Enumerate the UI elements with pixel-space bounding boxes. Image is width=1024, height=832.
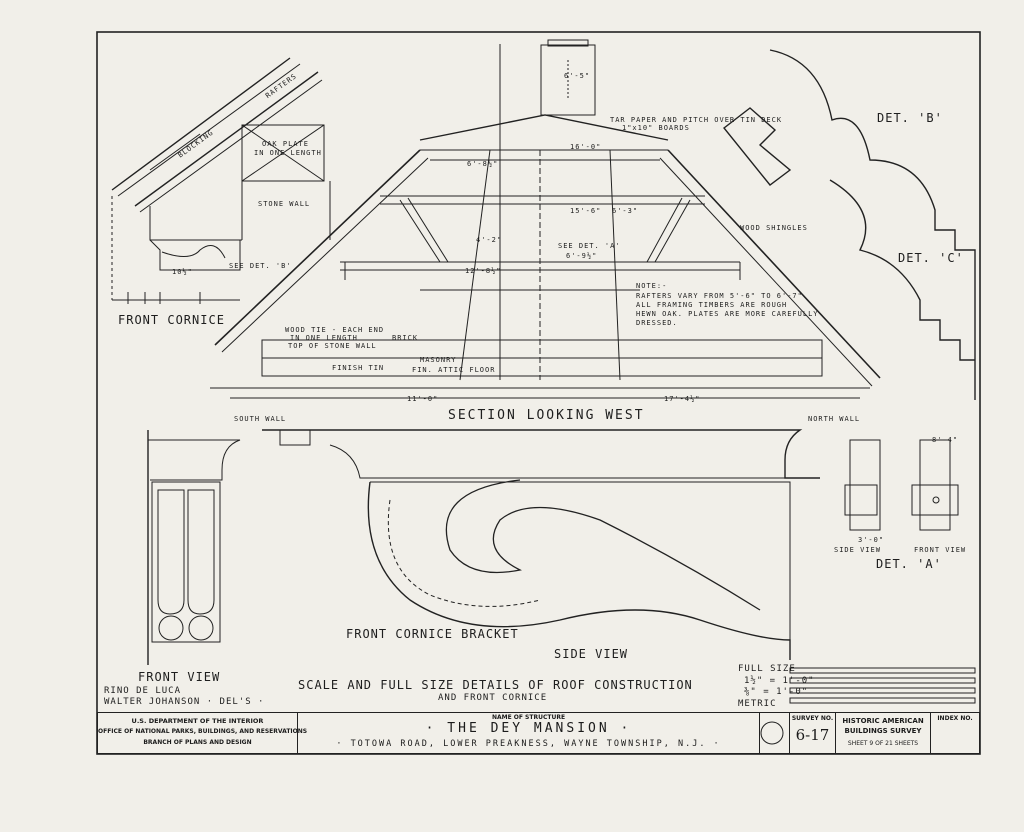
wood-shingles-label: WOOD SHINGLES: [740, 224, 808, 232]
survey-seal: [760, 721, 784, 745]
det-b-title: DET. 'B': [877, 111, 943, 125]
oak-plate-length-label: IN ONE LENGTH: [254, 149, 322, 157]
sheet-number: SHEET 9 OF 21 SHEETS: [847, 740, 919, 747]
dimension-label: 4'-2": [476, 236, 503, 244]
delineator-2: WALTER JOHANSON · DEL'S ·: [104, 697, 265, 707]
survey-number: 6-17: [795, 726, 830, 744]
note-line-3: HEWN OAK. PLATES ARE MORE CAREFULLY: [636, 310, 819, 318]
see-det-b-label: SEE DET. 'B': [229, 262, 292, 270]
profile-details: [723, 49, 976, 400]
dimension-label: 11'-0": [407, 395, 439, 403]
wood-tie-length-label: IN ONE LENGTH: [290, 334, 358, 342]
agency-line-1: U.S. DEPARTMENT OF THE INTERIOR: [131, 717, 264, 725]
seal-cell: [760, 713, 790, 753]
finish-tin-label: FINISH TIN: [332, 364, 385, 372]
survey-no-label: SURVEY NO.: [791, 715, 834, 722]
structure-name: · THE DEY MANSION ·: [425, 721, 632, 736]
delineator-1: RINO DE LUCA: [104, 686, 182, 696]
metric-label: METRIC: [738, 699, 777, 709]
agency-cell: U.S. DEPARTMENT OF THE INTERIOR OFFICE O…: [98, 713, 308, 753]
north-wall-label: NORTH WALL: [808, 415, 861, 423]
scale-label-1: 1½" = 1'-0": [744, 676, 815, 686]
dimension-label: 6'-9½": [566, 252, 598, 260]
dimension-label: 16'-0": [570, 143, 602, 151]
bracket-side-view: [262, 429, 820, 660]
oak-plate-label: OAK PLATE: [262, 140, 309, 148]
full-size-label: FULL SIZE: [738, 664, 796, 674]
agency-line-2: OFFICE OF NATIONAL PARKS, BUILDINGS, AND…: [98, 728, 308, 735]
bracket-front-view: [147, 430, 241, 665]
dimension-label: 17'-4½": [664, 395, 701, 403]
habs-line-2: BUILDINGS SURVEY: [844, 727, 922, 735]
agency-line-3: BRANCH OF PLANS AND DESIGN: [143, 739, 252, 746]
title-block: U.S. DEPARTMENT OF THE INTERIOR OFFICE O…: [97, 712, 980, 754]
wood-tie-label: WOOD TIE - EACH END: [285, 326, 385, 334]
roof-section: [210, 39, 881, 399]
survey-cell: SURVEY NO. 6-17: [790, 713, 836, 753]
boards-label: 1"x10" BOARDS: [622, 124, 690, 132]
det-a-title: DET. 'A': [876, 557, 942, 571]
front-cornice-detail: [111, 57, 331, 304]
note-title: NOTE:-: [636, 282, 668, 290]
south-wall-label: SOUTH WALL: [234, 415, 287, 423]
front-cornice-title: FRONT CORNICE: [118, 313, 225, 327]
det-a-front-view-label: FRONT VIEW: [914, 546, 967, 554]
detail-a: [844, 439, 959, 531]
det-c-title: DET. 'C': [898, 251, 964, 265]
see-det-a-label: SEE DET. 'A': [558, 242, 621, 250]
top-stone-wall-label: TOP OF STONE WALL: [288, 342, 377, 350]
dimension-label: 6'-8½": [467, 160, 499, 168]
dimension-label: 12'-8½": [465, 267, 502, 275]
dimension-label: 10½": [172, 268, 193, 276]
masonry-label: MASONRY: [420, 356, 457, 364]
sheet-title-line-1: SCALE AND FULL SIZE DETAILS OF ROOF CONS…: [298, 678, 693, 692]
bracket-title: FRONT CORNICE BRACKET: [346, 627, 519, 641]
habs-cell: HISTORIC AMERICAN BUILDINGS SURVEY SHEET…: [836, 713, 931, 753]
scale-label-2: ⅜" = 1'-0": [744, 687, 809, 697]
habs-line-1: HISTORIC AMERICAN: [842, 717, 924, 725]
dimension-label: 8'-4": [932, 436, 959, 444]
brick-label: BRICK: [392, 334, 419, 342]
sheet-title-line-2: AND FRONT CORNICE: [438, 693, 548, 703]
dimension-label: 6'-5": [564, 72, 591, 80]
index-cell: INDEX NO.: [931, 713, 979, 753]
note-line-4: DRESSED.: [636, 319, 678, 327]
graphic-scale: [789, 667, 976, 704]
dimension-label: 15'-6": [570, 207, 602, 215]
sheet-border: [96, 31, 981, 755]
index-no-label: INDEX NO.: [937, 715, 973, 722]
structure-address: · TOTOWA ROAD, LOWER PREAKNESS, WAYNE TO…: [336, 739, 721, 749]
dimension-label: 6'-3": [612, 207, 639, 215]
structure-cell: NAME OF STRUCTURE · THE DEY MANSION · · …: [298, 713, 760, 753]
side-view-title: SIDE VIEW: [554, 647, 629, 661]
dimension-label: 3'-0": [858, 536, 885, 544]
note-line-2: ALL FRAMING TIMBERS ARE ROUGH: [636, 301, 788, 309]
name-of-structure-label: NAME OF STRUCTURE: [491, 714, 566, 721]
stone-wall-label: STONE WALL: [258, 200, 311, 208]
note-line-1: RAFTERS VARY FROM 5'-6" TO 6'-7".: [636, 292, 809, 300]
attic-floor-label: FIN. ATTIC FLOOR: [412, 366, 496, 374]
tar-paper-label: TAR PAPER AND PITCH OVER TIN DECK: [610, 116, 783, 124]
section-title: SECTION LOOKING WEST: [448, 408, 645, 423]
det-a-side-view-label: SIDE VIEW: [834, 546, 881, 554]
front-view-title: FRONT VIEW: [138, 670, 221, 684]
